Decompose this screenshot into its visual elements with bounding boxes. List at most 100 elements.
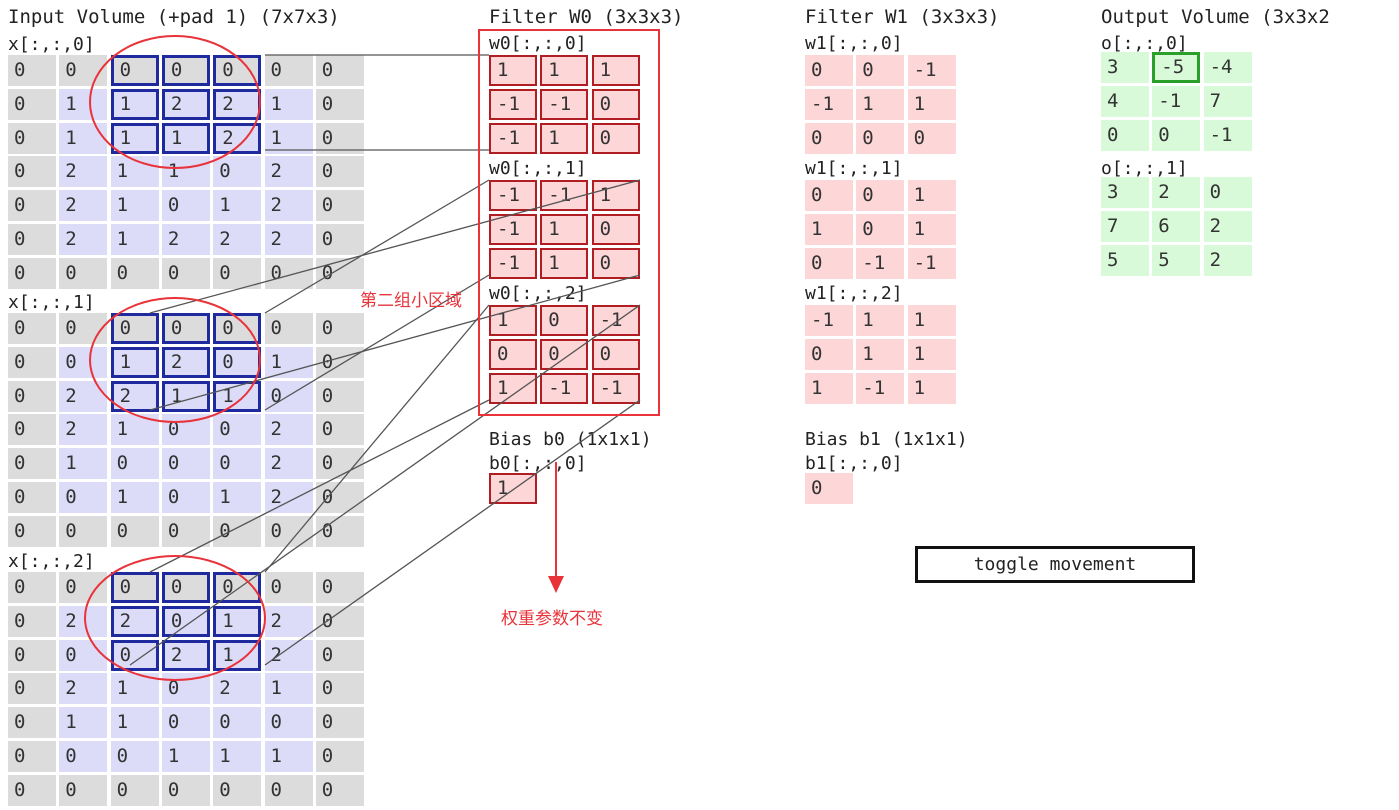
input-cell: 1 xyxy=(161,122,210,154)
cell-value: 1 xyxy=(913,342,926,365)
input-slice-label: x[:,:,1] xyxy=(8,292,95,313)
w1-cell: 1 xyxy=(907,88,956,120)
cell-value: 1 xyxy=(862,309,874,331)
w0-cell: 0 xyxy=(540,305,589,336)
cell-value: 0 xyxy=(862,126,874,149)
input-cell: 0 xyxy=(213,414,262,446)
cell-value: 2 xyxy=(65,194,77,217)
w1-slice-label: w1[:,:,2] xyxy=(805,283,903,304)
w1-cell: 0 xyxy=(805,55,853,86)
output-cell: 4 xyxy=(1101,85,1149,117)
input-cell: 2 xyxy=(264,156,313,188)
cell-value: 0 xyxy=(14,261,26,284)
input-cell: 0 xyxy=(59,482,108,513)
w0-cell: 1 xyxy=(540,213,589,245)
cell-value: -5 xyxy=(1161,56,1185,78)
cell-value: 7 xyxy=(1107,214,1119,237)
cell-value: 0 xyxy=(219,778,231,801)
input-cell: 0 xyxy=(8,224,56,255)
cell-value: 0 xyxy=(862,217,874,240)
input-cell: 2 xyxy=(59,414,108,446)
cell-value: -1 xyxy=(862,376,886,399)
input-cell: 1 xyxy=(110,673,159,705)
cell-value: 0 xyxy=(321,677,334,700)
input-cell: 0 xyxy=(110,572,159,603)
cell-value: 0 xyxy=(14,59,26,81)
input-cell: 0 xyxy=(315,313,364,344)
cell-value: 1 xyxy=(913,92,926,115)
input-cell: 1 xyxy=(161,380,210,412)
w0-cell: 0 xyxy=(540,338,589,370)
cell-value: 0 xyxy=(14,609,26,632)
input-cell: 0 xyxy=(264,380,313,412)
input-cell: 0 xyxy=(110,639,159,671)
input-cell: 2 xyxy=(213,122,262,154)
input-cell: 2 xyxy=(59,605,108,637)
filter-w0-title: Filter W0 (3x3x3) xyxy=(489,6,684,28)
cell-value: 1 xyxy=(65,126,77,149)
input-slice-label: x[:,:,2] xyxy=(8,551,95,572)
input-cell: 2 xyxy=(264,639,313,671)
output-cell: 7 xyxy=(1203,85,1252,117)
input-cell: 1 xyxy=(161,156,210,188)
input-cell: 2 xyxy=(161,346,210,378)
cell-value: 0 xyxy=(270,576,282,598)
input-cell: 0 xyxy=(8,313,56,344)
cell-value: 2 xyxy=(270,609,282,632)
input-cell: 0 xyxy=(315,707,364,739)
cell-value: 0 xyxy=(167,261,180,284)
bias-b1-label: b1[:,:,0] xyxy=(805,453,903,474)
input-cell: 0 xyxy=(315,515,364,547)
cell-value: 1 xyxy=(270,350,282,373)
input-cell: 0 xyxy=(59,572,108,603)
cell-value: 0 xyxy=(14,194,26,217)
cell-value: 1 xyxy=(270,745,282,767)
input-cell: 0 xyxy=(8,380,56,412)
cell-value: 1 xyxy=(913,309,926,331)
input-cell: 0 xyxy=(161,774,210,806)
input-cell: 0 xyxy=(8,156,56,188)
cell-value: -1 xyxy=(811,309,834,331)
input-cell: 1 xyxy=(59,707,108,739)
input-cell: 0 xyxy=(8,88,56,120)
input-cell: 0 xyxy=(264,774,313,806)
cell-value: 1 xyxy=(116,160,129,183)
output-cell: 3 xyxy=(1101,52,1149,83)
cell-value: 2 xyxy=(65,160,77,183)
w1-cell: -1 xyxy=(856,372,905,404)
input-cell: 1 xyxy=(110,482,159,513)
cell-value: 1 xyxy=(65,452,77,475)
cell-value: 0 xyxy=(862,184,874,206)
cell-value: 2 xyxy=(119,609,132,632)
w0-cell: 0 xyxy=(489,338,537,370)
toggle-movement-button[interactable]: toggle movement xyxy=(915,546,1195,583)
output-cell: 7 xyxy=(1101,210,1149,242)
cell-value: 0 xyxy=(219,160,231,183)
w1-cell: 0 xyxy=(856,55,905,86)
output-cell: 2 xyxy=(1203,210,1252,242)
w1-cell: 1 xyxy=(907,338,956,370)
cell-value: 1 xyxy=(497,309,509,331)
cell-value: 1 xyxy=(116,418,129,441)
cell-value: 0 xyxy=(270,384,282,407)
output-cell: 2 xyxy=(1152,177,1201,208)
cell-value: 1 xyxy=(222,609,234,632)
input-cell: 0 xyxy=(8,448,56,480)
input-cell: 2 xyxy=(59,156,108,188)
input-cell: 0 xyxy=(213,55,262,86)
input-cell: 0 xyxy=(8,482,56,513)
w1-cell: 0 xyxy=(856,213,905,245)
cell-value: 1 xyxy=(116,228,129,250)
input-cell: 0 xyxy=(264,313,313,344)
input-cell: 0 xyxy=(59,257,108,289)
cell-value: 0 xyxy=(14,519,26,542)
cell-value: 0 xyxy=(116,519,129,542)
w0-cell: 0 xyxy=(591,213,640,245)
cell-value: 2 xyxy=(219,677,231,700)
cell-value: 0 xyxy=(548,342,560,365)
input-cell: 0 xyxy=(315,605,364,637)
w0-cell: 1 xyxy=(591,180,640,211)
cell-value: 0 xyxy=(65,261,77,284)
cell-value: 1 xyxy=(119,92,132,115)
cell-value: 0 xyxy=(119,643,132,666)
